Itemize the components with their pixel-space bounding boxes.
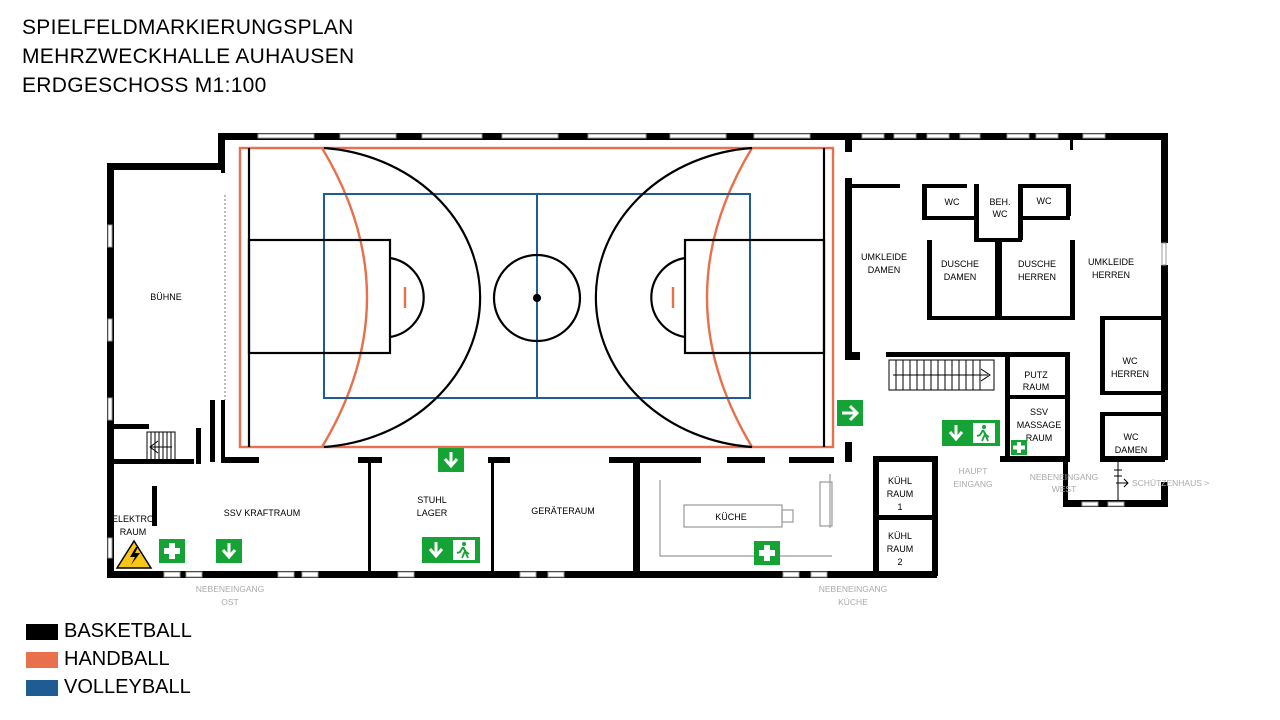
room-label-massage: SSV xyxy=(1030,407,1048,417)
plan-title-line-2: MEHRZWECKHALLE AUHAUSEN xyxy=(22,45,355,68)
arrow-down-icon xyxy=(214,537,244,565)
arrow-down-icon xyxy=(436,446,466,474)
room-label-stuhllager: STUHL xyxy=(417,495,447,505)
first-aid-icon xyxy=(1011,440,1027,455)
entrance-label-schuetzenhaus: SCHÜTZENHAUS > xyxy=(1132,478,1209,488)
room-label-dusche-herren-2: HERREN xyxy=(1018,272,1056,282)
room-label-kuehlraum-1: KÜHL xyxy=(888,476,912,486)
room-label-putzraum-2: RAUM xyxy=(1023,382,1050,392)
legend-item-volleyball: VOLLEYBALL xyxy=(26,676,191,699)
room-label-wc-damen-2: DAMEN xyxy=(1115,445,1148,455)
legend-label-basketball: BASKETBALL xyxy=(64,620,192,642)
legend-swatch-basketball xyxy=(26,623,58,640)
entrance-label-haupteingang-2: EINGANG xyxy=(953,479,992,489)
room-label-umkleide-damen-2: DAMEN xyxy=(868,265,901,275)
room-label-umkleide-herren-2: HERREN xyxy=(1092,270,1130,280)
room-label-beh-wc-2: WC xyxy=(993,209,1008,219)
arrow-right-icon xyxy=(837,400,863,426)
legend-label-volleyball: VOLLEYBALL xyxy=(64,676,191,698)
high-voltage-icon xyxy=(115,539,153,569)
legend-label-handball: HANDBALL xyxy=(64,648,170,670)
emergency-exit-icon xyxy=(940,418,1002,448)
room-label-wc-herren: WC xyxy=(1123,356,1138,366)
room-label-kraftraum: SSV KRAFTRAUM xyxy=(224,508,301,518)
room-label-dusche-damen-2: DAMEN xyxy=(944,272,977,282)
room-label-wc-1: WC xyxy=(945,197,960,207)
door-schuetzenhaus xyxy=(1114,462,1129,500)
entrance-label-ost-2: OST xyxy=(221,597,238,607)
entrance-label-west: NEBENEINGANG xyxy=(1030,472,1099,482)
room-label-umkleide-damen: UMKLEIDE xyxy=(861,252,907,262)
stairs-east xyxy=(888,359,995,391)
room-label-elektroraum-2: RAUM xyxy=(120,527,147,537)
room-label-kuehlraum-2-b: RAUM xyxy=(887,544,914,554)
room-label-elektroraum: ELEKTRO xyxy=(112,514,154,524)
first-aid-icon xyxy=(754,541,780,565)
entrance-label-kueche: NEBENEINGANG xyxy=(819,584,888,594)
legend-item-basketball: BASKETBALL xyxy=(26,620,192,643)
room-label-geraeteraum: GERÄTERAUM xyxy=(531,506,595,516)
room-label-kuehlraum-1-b: RAUM xyxy=(887,489,914,499)
handball-court xyxy=(238,146,835,449)
entrance-label-west-2: WEST xyxy=(1052,484,1077,494)
basketball-court xyxy=(247,146,826,449)
plan-title-line-1: SPIELFELDMARKIERUNGSPLAN xyxy=(22,16,354,39)
room-label-beh-wc: BEH. xyxy=(989,197,1010,207)
room-label-dusche-herren: DUSCHE xyxy=(1018,259,1056,269)
room-label-dusche-damen: DUSCHE xyxy=(941,259,979,269)
room-label-putzraum: PUTZ xyxy=(1024,370,1048,380)
room-label-kuehlraum-1-c: 1 xyxy=(897,502,902,512)
room-label-massage-2: MASSAGE xyxy=(1017,420,1062,430)
legend-swatch-handball xyxy=(26,651,58,668)
windows xyxy=(107,133,1167,578)
room-label-massage-3: RAUM xyxy=(1026,433,1053,443)
legend-item-handball: HANDBALL xyxy=(26,648,170,671)
entrance-label-haupteingang: HAUPT xyxy=(959,466,988,476)
room-label-wc-2: WC xyxy=(1037,196,1052,206)
room-label-kuehlraum-2: KÜHL xyxy=(888,531,912,541)
stairs-west xyxy=(146,431,176,463)
room-label-umkleide-herren: UMKLEIDE xyxy=(1088,257,1134,267)
room-label-kueche: KÜCHE xyxy=(715,512,747,522)
first-aid-icon xyxy=(159,539,185,563)
plan-title-line-3: ERDGESCHOSS M1:100 xyxy=(22,74,267,97)
room-label-wc-herren-2: HERREN xyxy=(1111,369,1149,379)
emergency-exit-icon xyxy=(420,535,482,565)
room-label-stuhllager-2: LAGER xyxy=(417,508,448,518)
room-label-kuehlraum-2-c: 2 xyxy=(897,557,902,567)
legend-swatch-volleyball xyxy=(26,679,58,696)
entrance-label-kueche-2: KÜCHE xyxy=(838,597,868,607)
room-label-wc-damen: WC xyxy=(1124,432,1139,442)
entrance-label-ost: NEBENEINGANG xyxy=(196,584,265,594)
room-label-buehne: BÜHNE xyxy=(150,292,182,302)
